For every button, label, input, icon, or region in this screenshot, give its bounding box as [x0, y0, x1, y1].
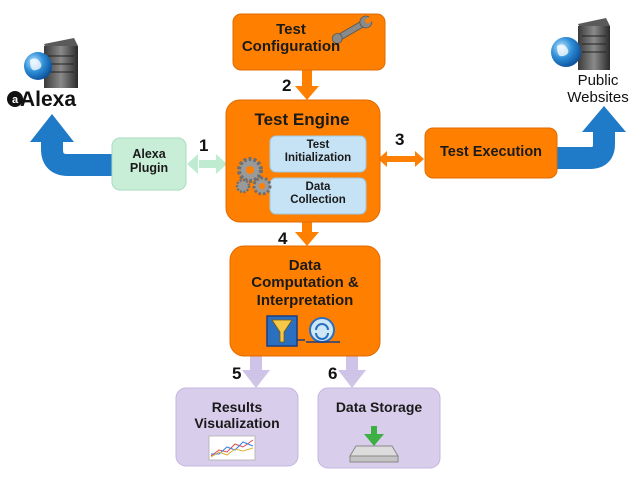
test-configuration-line1: Test	[276, 21, 306, 38]
public-websites-arrow	[556, 106, 626, 169]
test-configuration-line2: Configuration	[241, 38, 341, 56]
arrow-4	[295, 220, 319, 246]
alexa-plugin-line1: Alexa	[132, 147, 166, 161]
arrow-5	[242, 356, 270, 388]
data-collection-box	[269, 177, 367, 215]
arrow-6	[338, 356, 366, 388]
data-computation-line3: Interpretation	[256, 291, 354, 309]
results-visualization-line1: Results	[211, 399, 263, 415]
data-computation-label: Data Computation & Interpretation	[232, 257, 378, 309]
public-websites-label: Public Websites	[558, 72, 638, 107]
public-globe-icon	[551, 37, 581, 67]
alexa-plugin-label: Alexa Plugin	[112, 147, 186, 176]
recycle-icon	[306, 317, 340, 343]
gears-icon	[235, 157, 272, 196]
test-configuration-label: Test Configuration	[238, 21, 344, 56]
test-initialization-box	[269, 135, 367, 173]
step-number-6: 6	[328, 364, 338, 383]
filter-icon	[266, 315, 305, 347]
test-execution-box	[424, 127, 558, 179]
data-storage-label: Data Storage	[335, 399, 423, 415]
data-collection-label: Data Collection	[270, 181, 366, 207]
test-initialization-line1: Test	[306, 139, 330, 151]
data-collection-line2: Collection	[290, 194, 346, 207]
data-computation-line2: Computation &	[251, 274, 359, 292]
data-storage-box	[317, 387, 441, 469]
results-visualization-line2: Visualization	[194, 415, 280, 432]
results-visualization-box	[175, 387, 299, 467]
test-engine-title: Test Engine	[254, 110, 350, 129]
step-number-1: 1	[199, 136, 209, 155]
step-number-5: 5	[232, 364, 242, 383]
alexa-plugin-line2: Plugin	[129, 161, 169, 176]
step-number-2: 2	[282, 76, 292, 95]
download-drive-icon	[349, 426, 399, 463]
svg-text:a: a	[12, 94, 19, 106]
step-number-3: 3	[395, 130, 405, 149]
test-configuration-box	[232, 13, 386, 71]
arrow-3	[378, 151, 424, 167]
chart-icon	[208, 435, 256, 461]
arrow-1	[187, 154, 227, 174]
alexa-label: Alexa	[20, 88, 77, 111]
alexa-plugin-box	[111, 137, 187, 191]
test-initialization-line2: Initialization	[284, 152, 352, 165]
alexa-globe-icon	[24, 52, 52, 80]
data-computation-line1: Data	[288, 257, 322, 274]
public-websites-line2: Websites	[567, 89, 629, 107]
alexa-arrow	[30, 114, 112, 176]
public-websites-line1: Public	[577, 72, 619, 89]
results-visualization-label: Results Visualization	[176, 399, 298, 431]
test-initialization-label: Test Initialization	[270, 139, 366, 165]
test-execution-label: Test Execution	[439, 144, 543, 160]
public-server-icon	[578, 18, 610, 70]
step-number-4: 4	[278, 229, 288, 248]
arrow-2	[295, 68, 319, 100]
alexa-logo-icon: a	[7, 91, 23, 107]
wrench-icon	[331, 15, 375, 44]
data-collection-line1: Data	[305, 181, 331, 193]
